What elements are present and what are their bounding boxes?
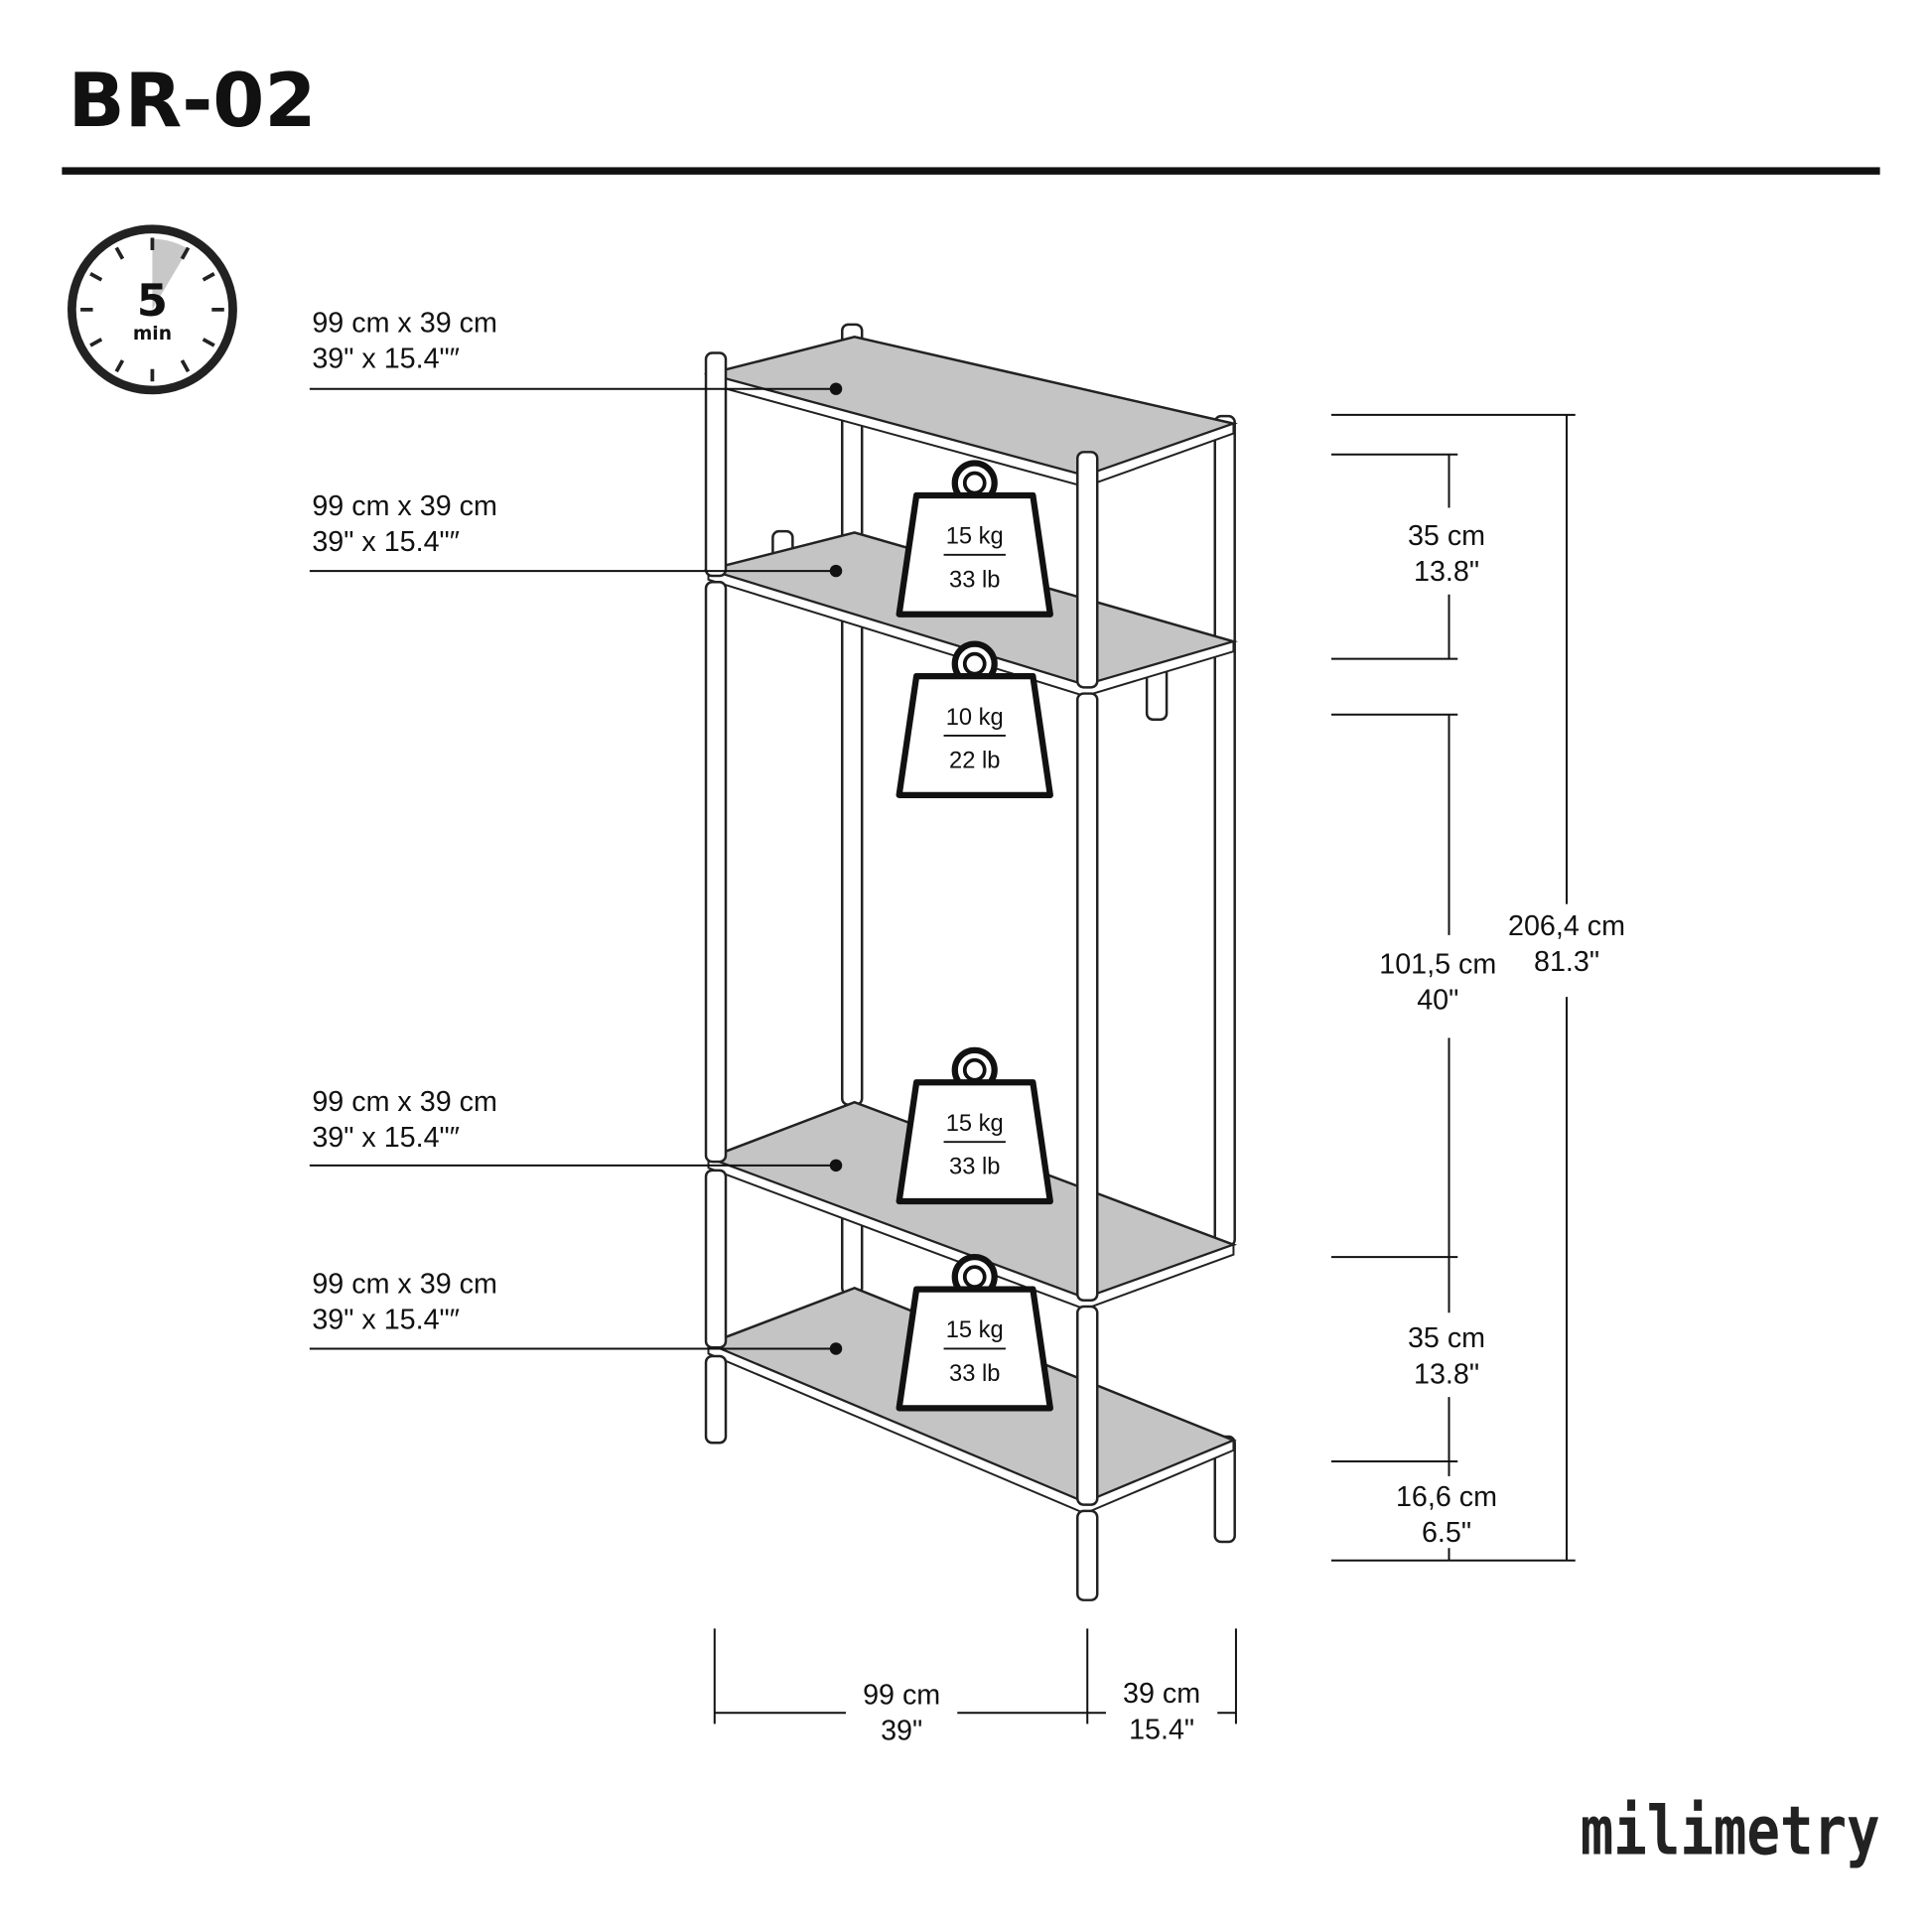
- shelf-label-1: 99 cm x 39 cm 39" x 15.4"″: [309, 307, 843, 395]
- height-2-metric: 101,5 cm: [1379, 948, 1496, 980]
- load-metric: 15 kg: [946, 1111, 1004, 1137]
- footprint-dimensions: 99 cm 39" 39 cm 15.4": [713, 1628, 1237, 1747]
- front-posts: [704, 351, 1099, 1601]
- load-metric: 10 kg: [946, 705, 1004, 731]
- height-dimensions: 35 cm 13.8" 101,5 cm 40" 35 cm 13.8" 16,…: [1330, 413, 1625, 1562]
- height-2-imperial: 40": [1417, 985, 1458, 1017]
- width-metric: 99 cm: [863, 1679, 940, 1711]
- total-height-metric: 206,4 cm: [1508, 910, 1625, 942]
- title-divider: [62, 167, 1880, 175]
- load-metric: 15 kg: [946, 524, 1004, 550]
- svg-text:39" x 15.4"″: 39" x 15.4"″: [312, 343, 460, 374]
- height-4-metric: 16,6 cm: [1396, 1481, 1497, 1513]
- weight-badge-3: 15 kg 33 lb: [896, 1046, 1053, 1205]
- width-imperial: 39": [881, 1716, 922, 1747]
- svg-text:39" x 15.4"″: 39" x 15.4"″: [312, 1122, 460, 1154]
- load-imperial: 33 lb: [949, 1361, 1000, 1387]
- load-metric: 15 kg: [946, 1317, 1004, 1343]
- total-height-imperial: 81.3": [1534, 946, 1599, 978]
- brand-logo: milimetry: [1581, 1791, 1880, 1869]
- product-title: BR-02: [69, 58, 317, 144]
- weight-badge-1: 15 kg 33 lb: [896, 460, 1053, 618]
- load-imperial: 22 lb: [949, 748, 1000, 773]
- assembly-time-unit: min: [133, 324, 172, 345]
- weight-badge-2: 10 kg 22 lb: [896, 640, 1053, 798]
- svg-text:39" x 15.4"″: 39" x 15.4"″: [312, 1304, 460, 1335]
- height-3-imperial: 13.8": [1414, 1358, 1479, 1390]
- weight-badges: 15 kg 33 lb 10 kg 22 lb 15 kg 33 lb 15 kg 33 lb: [896, 460, 1053, 1412]
- svg-text:39" x 15.4"″: 39" x 15.4"″: [312, 526, 460, 558]
- weight-badge-4: 15 kg 33 lb: [896, 1254, 1053, 1412]
- depth-metric: 39 cm: [1123, 1678, 1200, 1710]
- clock-icon: 5 min: [67, 224, 237, 395]
- svg-text:99 cm x 39 cm: 99 cm x 39 cm: [312, 1268, 497, 1300]
- height-1-metric: 35 cm: [1408, 520, 1485, 552]
- assembly-time-value: 5: [137, 274, 168, 327]
- shelf-label-2: 99 cm x 39 cm 39" x 15.4"″: [309, 490, 843, 578]
- shelf-callouts: 99 cm x 39 cm 39" x 15.4"″ 99 cm x 39 cm 3…: [309, 307, 843, 1355]
- svg-text:99 cm x 39 cm: 99 cm x 39 cm: [312, 490, 497, 522]
- shelf-label-4: 99 cm x 39 cm 39" x 15.4"″: [309, 1268, 843, 1355]
- shelf-label-3: 99 cm x 39 cm 39" x 15.4"″: [309, 1086, 843, 1173]
- height-1-imperial: 13.8": [1414, 556, 1479, 588]
- load-imperial: 33 lb: [949, 567, 1000, 593]
- depth-imperial: 15.4": [1129, 1714, 1194, 1745]
- svg-text:99 cm x 39 cm: 99 cm x 39 cm: [312, 307, 497, 339]
- height-4-imperial: 6.5": [1422, 1517, 1471, 1549]
- load-imperial: 33 lb: [949, 1155, 1000, 1180]
- svg-text:99 cm x 39 cm: 99 cm x 39 cm: [312, 1086, 497, 1118]
- height-3-metric: 35 cm: [1408, 1322, 1485, 1354]
